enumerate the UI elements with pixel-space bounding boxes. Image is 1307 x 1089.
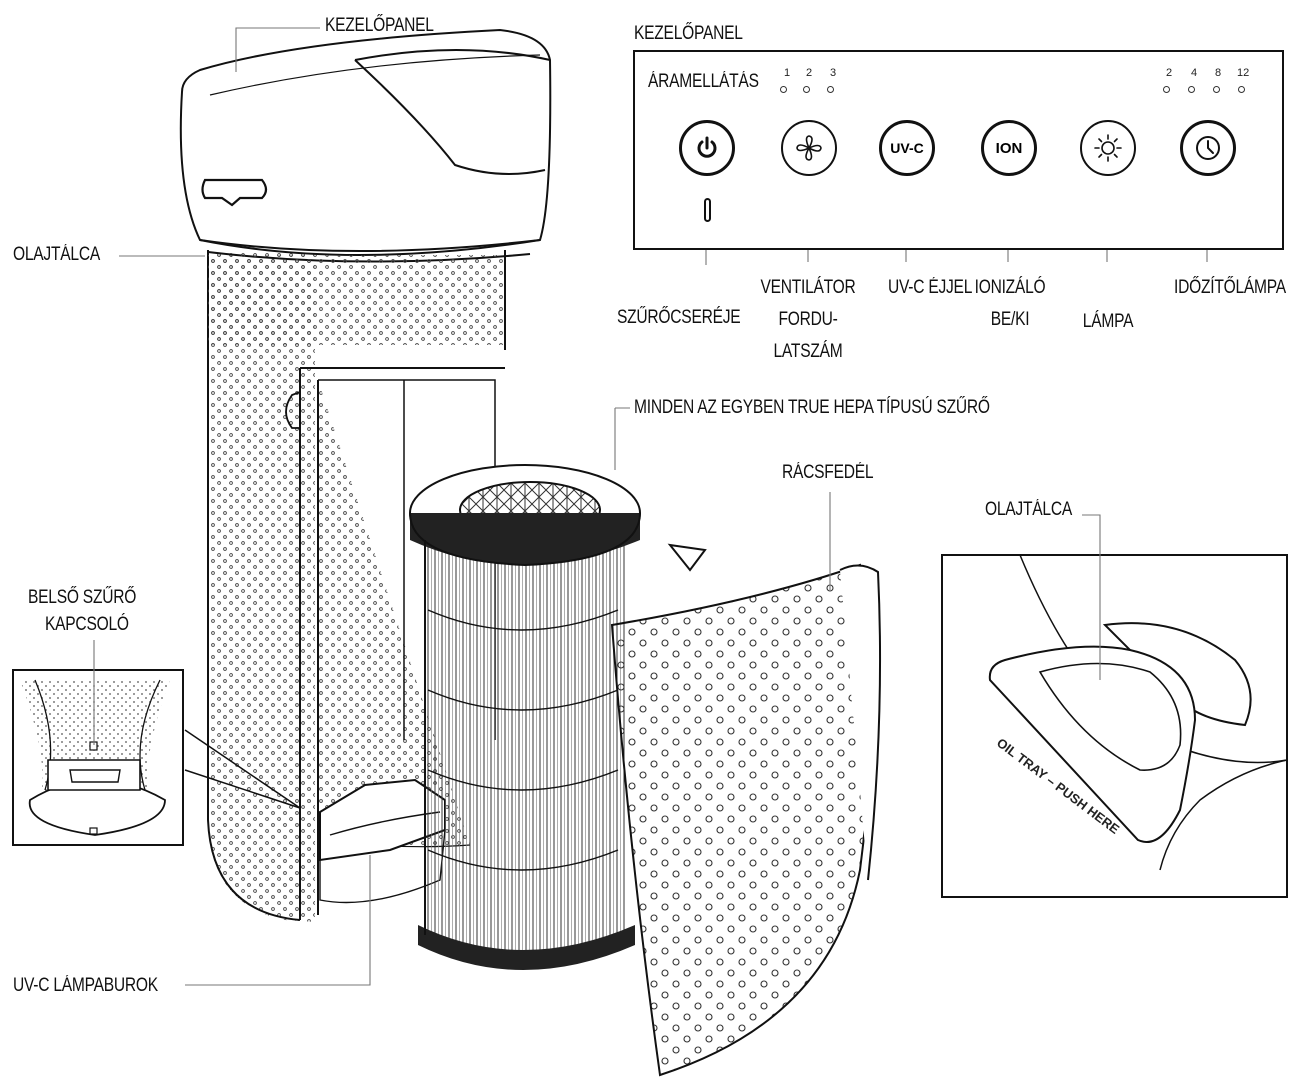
fan-speed-button[interactable] xyxy=(781,120,837,176)
timer-indicator-8: 8 xyxy=(1215,67,1222,79)
label-olajtalca: OLAJTÁLCA xyxy=(13,244,100,265)
power-button[interactable] xyxy=(679,120,735,176)
ionizer-button[interactable]: ION xyxy=(981,120,1037,176)
lamp-button[interactable] xyxy=(1080,120,1136,176)
callout-lamp: LÁMPA xyxy=(1082,311,1134,332)
power-supply-label: ÁRAMELLÁTÁS xyxy=(648,71,759,92)
label-kapcsolo: KAPCSOLÓ xyxy=(45,614,129,635)
callout-fan-3: LATSZÁM xyxy=(773,341,843,362)
callout-fan-1: VENTILÁTOR xyxy=(760,277,856,298)
timer-indicator-4: 4 xyxy=(1191,67,1198,79)
label-hepa-filter: MINDEN AZ EGYBEN TRUE HEPA TÍPUSÚ SZŰRŐ xyxy=(634,397,990,418)
panel-title: KEZELŐPANEL xyxy=(634,23,743,44)
callout-ionizer-2: BE/KI xyxy=(990,309,1030,330)
label-olajtalca-inset: OLAJTÁLCA xyxy=(985,499,1072,520)
speed-indicator-1: 1 xyxy=(784,67,791,79)
uvc-night-button[interactable]: UV-C xyxy=(879,120,935,176)
sun-icon xyxy=(1094,134,1122,162)
timer-led-8 xyxy=(1213,86,1220,93)
callout-timer: IDŐZÍTŐLÁMPA xyxy=(1174,277,1286,298)
label-kezelopanel: KEZELŐPANEL xyxy=(325,15,434,36)
label-uvc-lampaburok: UV-C LÁMPABUROK xyxy=(13,975,158,996)
speed-indicator-2: 2 xyxy=(806,67,813,79)
timer-indicator-12: 12 xyxy=(1237,67,1250,79)
callout-ionizer-1: IONIZÁLÓ xyxy=(974,277,1046,298)
filter-change-indicator xyxy=(704,198,711,222)
timer-led-4 xyxy=(1188,86,1195,93)
label-belso-szuro: BELSŐ SZŰRŐ xyxy=(28,587,137,608)
fan-icon xyxy=(796,135,822,161)
speed-led-2 xyxy=(803,86,810,93)
timer-button[interactable] xyxy=(1180,120,1236,176)
clock-icon xyxy=(1196,136,1220,160)
speed-indicator-3: 3 xyxy=(830,67,837,79)
callout-fan-2: FORDU- xyxy=(778,309,838,330)
speed-led-1 xyxy=(780,86,787,93)
control-panel: ÁRAMELLÁTÁS 1 2 3 2 4 8 12 xyxy=(633,50,1284,250)
label-racsfedel: RÁCSFEDÉL xyxy=(782,462,874,483)
speed-led-3 xyxy=(827,86,834,93)
callout-filter-change: SZŰRŐCSERÉJE xyxy=(617,307,741,328)
power-icon xyxy=(697,136,717,158)
timer-led-12 xyxy=(1238,86,1245,93)
timer-led-2 xyxy=(1163,86,1170,93)
callout-uvc-night: UV-C ÉJJEL xyxy=(888,277,973,298)
timer-indicator-2: 2 xyxy=(1166,67,1173,79)
